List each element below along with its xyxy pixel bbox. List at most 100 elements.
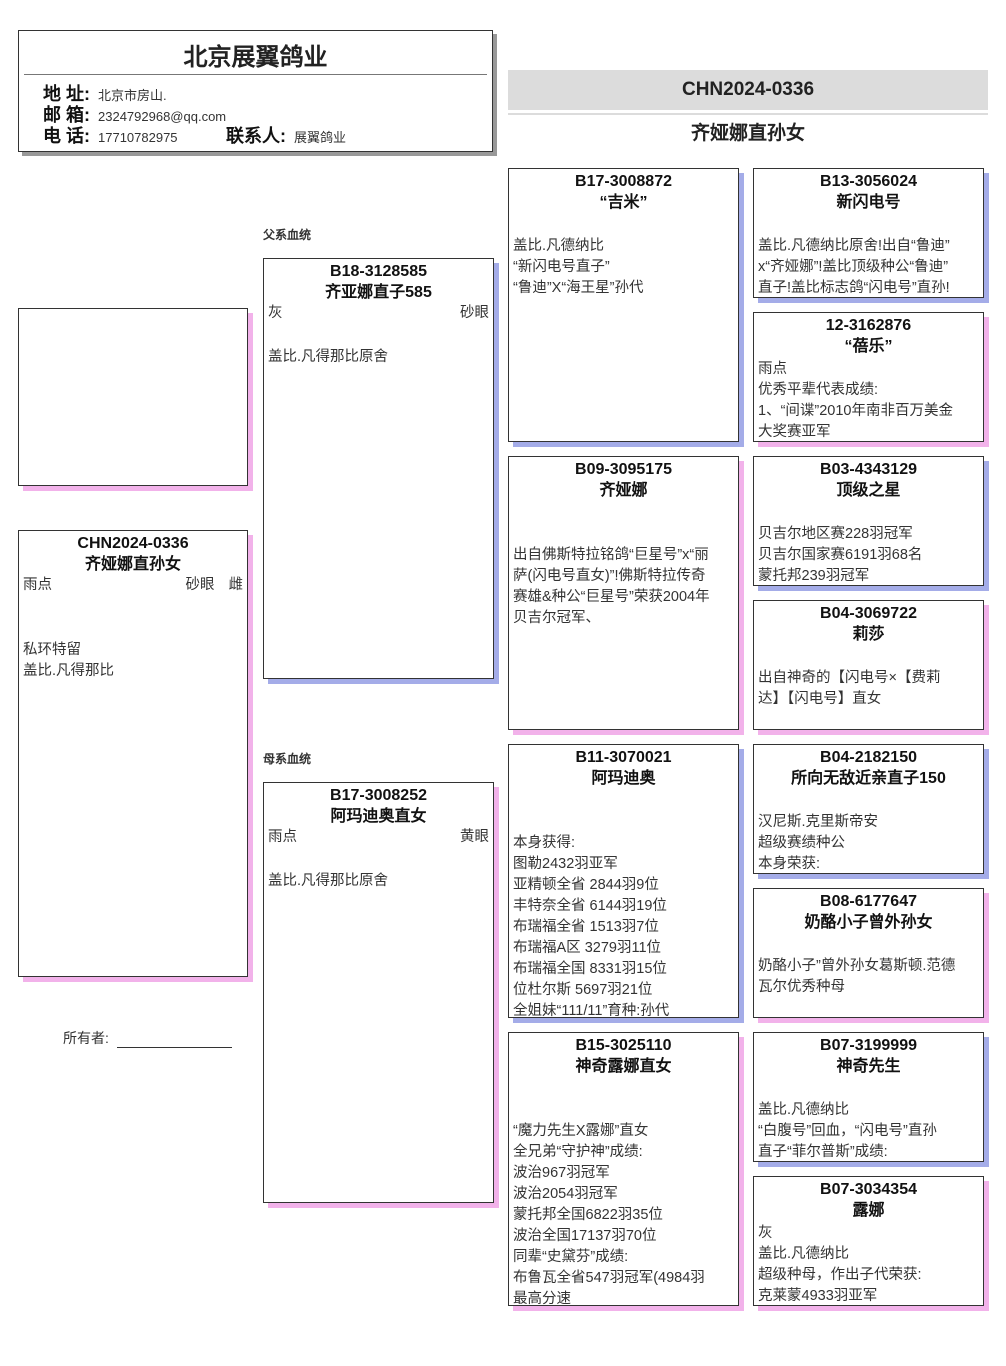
owner-field: 所有者: bbox=[63, 1028, 232, 1048]
note-line: 波治967羽冠军 bbox=[513, 1165, 610, 1181]
pigeon-name: 齐娅娜直孙女 bbox=[84, 556, 181, 573]
ring-number: B04-2182150 bbox=[820, 749, 917, 766]
note-line: 赛雄&种公“巨星号”荣获2004年 bbox=[513, 589, 710, 605]
pedigree-notes: 盖比.凡得那比原舍 bbox=[264, 347, 493, 368]
plumage-color: 雨点 bbox=[268, 829, 297, 845]
spacer bbox=[297, 827, 446, 848]
note-line: 贝吉尔冠军、 bbox=[513, 610, 600, 626]
pigeon-name-title: 齐娅娜直孙女 bbox=[690, 123, 805, 144]
note-line: “鲁迪”X“海王星”孙代 bbox=[513, 280, 644, 296]
company-name: 北京展翼鸽业 bbox=[183, 44, 328, 71]
pedigree-notes: 盖比.凡德纳比原舍!出自“鲁迪”x“齐娅娜”!盖比顶级种公“鲁迪”直子!盖比标志… bbox=[754, 236, 983, 297]
note-line: 优秀平辈代表成绩: bbox=[758, 382, 879, 398]
pedigree-notes: 贝吉尔地区赛228羽冠军贝吉尔国家赛6191羽68名蒙托邦239羽冠军 bbox=[754, 524, 983, 585]
pigeon-name: “吉米” bbox=[599, 194, 648, 211]
note-line: 直子“菲尔普斯”成绩: bbox=[758, 1144, 888, 1160]
note-line: 盖比.凡得那比原舍 bbox=[268, 349, 389, 365]
ring-number: B09-3095175 bbox=[575, 461, 672, 478]
pigeon-name: 新闪电号 bbox=[836, 194, 901, 211]
pigeon-name: 所向无敌近亲直子150 bbox=[791, 770, 946, 787]
note-line: 蒙托邦全国6822羽35位 bbox=[513, 1207, 663, 1223]
note-line: 出自神奇的【闪电号×【费莉 bbox=[758, 670, 941, 686]
pedigree-notes: 盖比.凡德纳比“新闪电号直子”“鲁迪”X“海王星”孙代 bbox=[509, 236, 738, 299]
note-line: 贝吉尔地区赛228羽冠军 bbox=[758, 526, 913, 542]
note-line: 图勒2432羽亚军 bbox=[513, 856, 618, 872]
pigeon-name: 奶酪小子曾外孙女 bbox=[804, 914, 933, 931]
note-line: 萨(闪电号直女)”!佛斯特拉传奇 bbox=[513, 568, 706, 584]
note-line: 瓦尔优秀种母 bbox=[758, 979, 845, 995]
pedigree-notes: 盖比.凡德纳比 “白腹号”回血，“闪电号”直孙直子“菲尔普斯”成绩: bbox=[754, 1100, 983, 1161]
note-line: 波治全国17137羽70位 bbox=[513, 1228, 657, 1244]
note-line: 贝吉尔国家赛6191羽68名 bbox=[758, 547, 923, 563]
note-line: 布鲁瓦全省547羽冠军(4984羽 bbox=[513, 1270, 705, 1286]
phone-label: 电 话: bbox=[43, 126, 90, 146]
sire-card: B18-3128585 齐亚娜直子585 灰砂眼盖比.凡得那比原舍 bbox=[263, 258, 494, 679]
pedigree-notes: 私环特留盖比.凡得那比 bbox=[19, 640, 247, 682]
email-value: 2324792968@qq.com bbox=[98, 109, 227, 124]
sire-section-label: 父系血统 bbox=[263, 228, 312, 242]
email-row: 邮 箱:2324792968@qq.com bbox=[43, 105, 226, 126]
plumage-color: 雨点 bbox=[23, 577, 52, 593]
ring-number: B07-3034354 bbox=[820, 1181, 917, 1198]
note-line: 亚精顿全省 2844羽9位 bbox=[513, 877, 659, 893]
ancestor-card: 12-3162876 “蓓乐” 雨点优秀平辈代表成绩: 1、“间谍”2010年南非百万… bbox=[753, 312, 984, 442]
note-line: “白腹号”回血，“闪电号”直孙 bbox=[758, 1123, 937, 1139]
note-line: 位杜尔斯 5697羽21位 bbox=[513, 982, 653, 998]
pigeon-attributes: 雨点 砂眼雌 bbox=[19, 575, 247, 596]
note-line: 出自佛斯特拉铭鸽“巨星号”x“丽 bbox=[513, 547, 709, 563]
ring-number: B17-3008252 bbox=[330, 787, 427, 804]
note-line: 大奖赛亚军 bbox=[758, 424, 831, 440]
phone-value: 17710782975 bbox=[98, 130, 178, 145]
pigeon-name: 神奇露娜直女 bbox=[575, 1058, 672, 1075]
breeder-header: 北京展翼鸽业 地 址:北京市房山. 邮 箱:2324792968@qq.com … bbox=[18, 30, 493, 152]
ancestor-card: B08-6177647 奶酪小子曾外孙女奶酪小子”曾外孙女葛斯顿.范德瓦尔优秀种母 bbox=[753, 888, 984, 1018]
note-line: 布瑞福全国 8331羽15位 bbox=[513, 961, 667, 977]
owner-blank-line bbox=[116, 1031, 232, 1048]
pigeon-name: “蓓乐” bbox=[844, 338, 893, 355]
pigeon-attributes: 雨点黄眼 bbox=[264, 827, 493, 848]
pigeon-name: 莉莎 bbox=[852, 626, 885, 643]
dam-section-label: 母系血统 bbox=[263, 752, 312, 766]
contact-label: 联系人: bbox=[226, 126, 286, 146]
title-divider bbox=[508, 113, 988, 115]
pedigree-notes: 汉尼斯.克里斯帝安超级赛绩种公本身荣获: bbox=[754, 812, 983, 873]
pedigree-notes: 出自神奇的【闪电号×【费莉达】【闪电号】直女 bbox=[754, 668, 983, 710]
pedigree-notes: 盖比.凡得那比原舍 bbox=[264, 871, 493, 892]
note-line: 盖比.凡德纳比 bbox=[758, 1102, 850, 1118]
ring-number: 12-3162876 bbox=[825, 317, 912, 334]
ring-number: CHN2024-0336 bbox=[77, 535, 189, 552]
dam-card: B17-3008252 阿玛迪奥直女雨点黄眼盖比.凡得那比原舍 bbox=[263, 782, 494, 1203]
pedigree-notes: “魔力先生X露娜”直女全兄弟“守护神”成绩:波治967羽冠军波治2054羽冠军蒙… bbox=[509, 1121, 738, 1305]
ring-number: B08-6177647 bbox=[820, 893, 917, 910]
ring-number: B18-3128585 bbox=[330, 263, 427, 280]
grand-sire-sire-card: B17-3008872“吉米”盖比.凡德纳比“新闪电号直子”“鲁迪”X“海王星”… bbox=[508, 168, 739, 442]
pedigree-notes: 灰盖比.凡德纳比超级种母，作出子代荣获:克莱蒙4933羽亚军 bbox=[754, 1223, 983, 1305]
pigeon-name: 齐亚娜直子585 bbox=[325, 284, 432, 301]
pedigree-notes: 奶酪小子”曾外孙女葛斯顿.范德瓦尔优秀种母 bbox=[754, 956, 983, 998]
note-line: 雨点 bbox=[758, 361, 787, 377]
pigeon-name: 露娜 bbox=[852, 1202, 885, 1219]
note-line: 1、“间谍”2010年南非百万美金 bbox=[758, 403, 953, 419]
note-line: “新闪电号直子” bbox=[513, 259, 610, 275]
note-line: 直子!盖比标志鸽“闪电号”直孙! bbox=[758, 280, 950, 296]
divider bbox=[24, 74, 487, 75]
plumage-color: 灰 bbox=[268, 305, 283, 321]
pigeon-attribute: 砂眼 bbox=[185, 577, 215, 593]
note-line: 布瑞福A区 3279羽11位 bbox=[513, 940, 662, 956]
pigeon-attribute: 雌 bbox=[228, 577, 244, 593]
ring-number: B17-3008872 bbox=[575, 173, 672, 190]
address-value: 北京市房山. bbox=[98, 88, 167, 103]
spacer bbox=[52, 575, 172, 596]
note-line: 超级赛绩种公 bbox=[758, 835, 845, 851]
note-line: 克莱蒙4933羽亚军 bbox=[758, 1288, 878, 1304]
note-line: 灰 bbox=[758, 1225, 773, 1241]
pigeon-name: 阿玛迪奥直女 bbox=[330, 808, 427, 825]
pigeon-attributes: 灰砂眼 bbox=[264, 303, 493, 324]
address-label: 地 址: bbox=[43, 84, 90, 104]
